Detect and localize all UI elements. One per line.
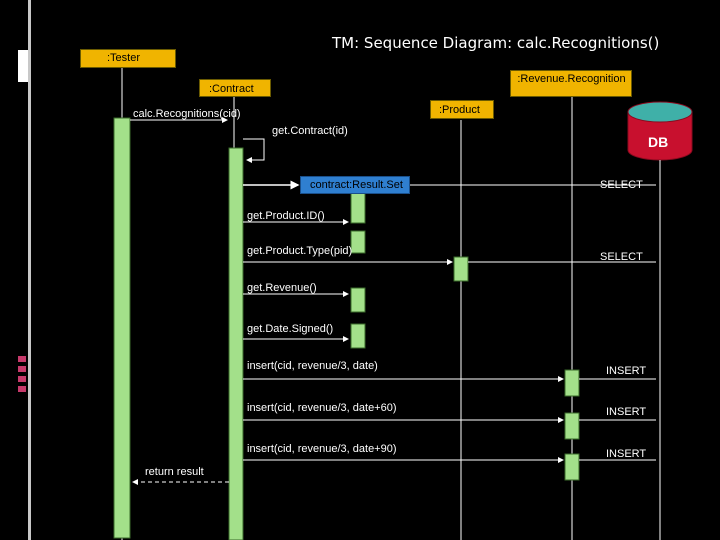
msg-arrow-get-contract: [243, 138, 265, 163]
msg-get-product-id-label: get.Product.ID(): [247, 210, 325, 222]
object-tester: :Tester: [80, 49, 176, 68]
activation-tester: [113, 117, 131, 539]
bullet-mark: [18, 356, 26, 362]
activation-contract-5: [350, 323, 366, 349]
activation-revenue-1: [564, 369, 580, 397]
db-op-select-2: SELECT: [600, 251, 643, 263]
frame-line: [28, 0, 31, 540]
msg-result-set-label: contract:Result.Set: [310, 179, 403, 191]
msg-insert-3-label: insert(cid, revenue/3, date+90): [247, 443, 397, 455]
bullet-mark: [18, 386, 26, 392]
activation-contract-2: [350, 192, 366, 224]
db-op-insert-2: INSERT: [606, 406, 647, 418]
msg-insert-2-label: insert(cid, revenue/3, date+60): [247, 402, 397, 414]
db-op-insert-3: INSERT: [606, 448, 647, 460]
object-product: :Product: [430, 100, 494, 119]
frame-mark: [18, 50, 28, 82]
msg-get-product-type-label: get.Product.Type(pid): [247, 245, 353, 257]
result-set-box: contract:Result.Set: [300, 176, 410, 194]
diagram-title: TM: Sequence Diagram: calc.Recognitions(…: [332, 34, 660, 52]
bullet-mark: [18, 366, 26, 372]
activation-contract-4: [350, 287, 366, 313]
activation-contract: [228, 147, 244, 540]
db-op-select-1: SELECT: [600, 179, 643, 191]
object-contract: :Contract: [199, 79, 271, 97]
db-op-insert-1: INSERT: [606, 365, 647, 377]
bullet-mark: [18, 376, 26, 382]
msg-get-revenue-label: get.Revenue(): [247, 282, 317, 294]
db-label: DB: [648, 134, 669, 150]
msg-insert-1-label: insert(cid, revenue/3, date): [247, 360, 378, 372]
object-revenue-recognition: :Revenue.Recognition: [510, 70, 632, 97]
activation-product: [453, 256, 469, 282]
activation-revenue-2: [564, 412, 580, 440]
database-icon: [627, 101, 693, 161]
msg-get-contract-label: get.Contract(id): [272, 125, 348, 137]
activation-contract-3: [350, 230, 366, 254]
msg-calc-recognitions-label: calc.Recognitions(cid): [133, 108, 241, 120]
msg-get-date-signed-label: get.Date.Signed(): [247, 323, 334, 335]
msg-return-result-label: return result: [145, 466, 204, 478]
activation-revenue-3: [564, 453, 580, 481]
